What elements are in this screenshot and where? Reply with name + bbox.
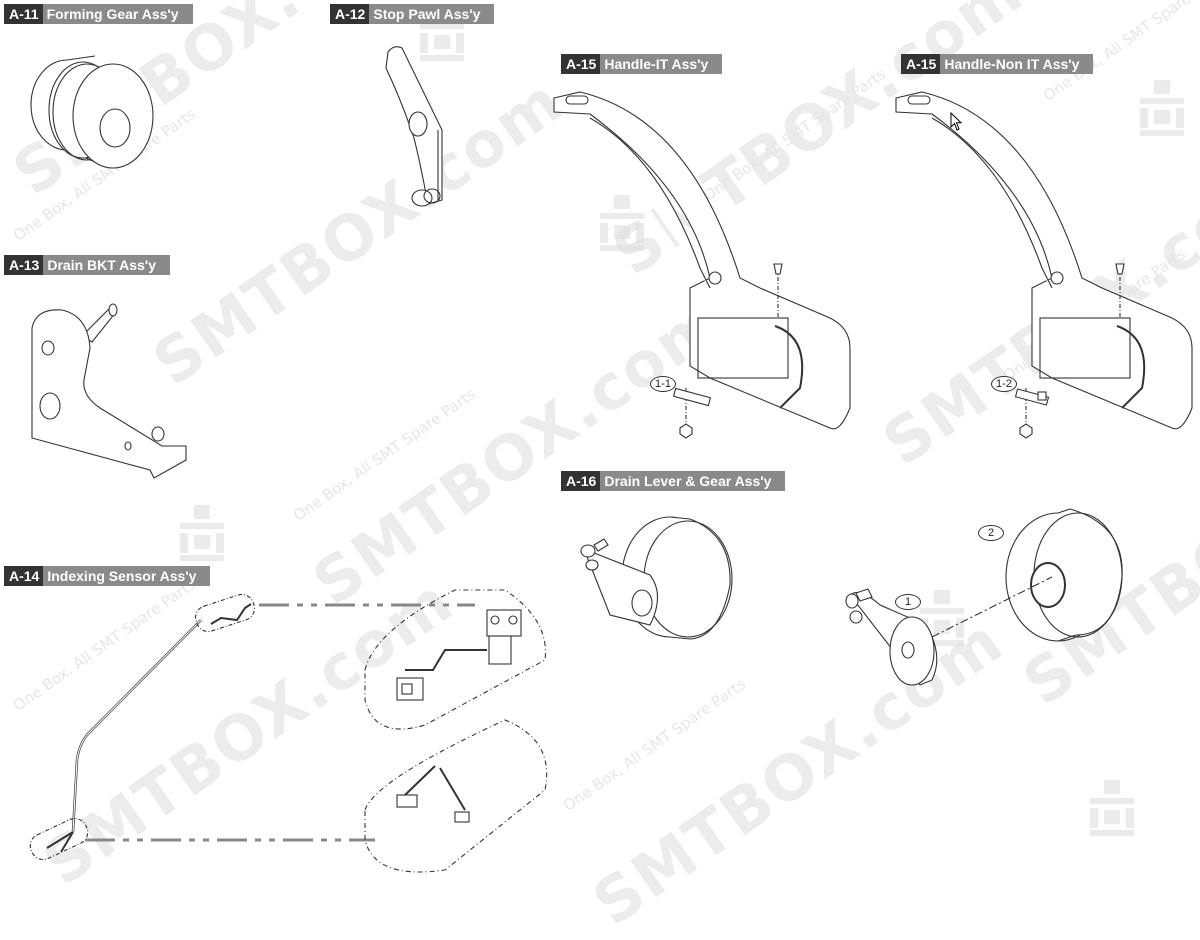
section-name: Drain Lever & Gear Ass'y	[600, 471, 786, 491]
callout-part-1-1: 1-1	[650, 376, 676, 392]
section-label-indexing-sensor: A-14 Indexing Sensor Ass'y	[4, 566, 211, 586]
stop-pawl-drawing	[380, 42, 450, 217]
forming-gear-drawing	[25, 50, 160, 175]
callout-part-1-2: 1-2	[991, 376, 1017, 392]
handle-non-it-drawing	[892, 88, 1200, 443]
drain-lever-gear-assembled-drawing	[570, 515, 750, 660]
callout-part-2: 2	[978, 525, 1004, 541]
watermark-tagline: One Box, All SMT Spare Parts	[290, 384, 479, 525]
section-name: Indexing Sensor Ass'y	[43, 566, 211, 586]
watermark-logo-icon	[180, 505, 224, 561]
section-label-forming-gear: A-11 Forming Gear Ass'y	[4, 4, 193, 24]
section-label-handle-it: A-15 Handle-IT Ass'y	[561, 54, 723, 74]
section-name: Forming Gear Ass'y	[42, 4, 193, 24]
callout-part-1: 1	[895, 594, 921, 610]
handle-it-drawing	[550, 88, 860, 443]
section-code: A-14	[4, 566, 44, 586]
watermark-brand: SMTBOX.com	[140, 63, 577, 400]
section-label-drain-lever-gear: A-16 Drain Lever & Gear Ass'y	[561, 471, 786, 491]
watermark-tagline: One Box, All SMT Spare Parts	[560, 674, 749, 815]
watermark-logo-icon	[1090, 780, 1134, 836]
section-name: Drain BKT Ass'y	[43, 255, 170, 275]
section-name: Handle-Non IT Ass'y	[940, 54, 1094, 74]
section-code: A-15	[901, 54, 941, 74]
section-code: A-13	[4, 255, 44, 275]
section-label-handle-non-it: A-15 Handle-Non IT Ass'y	[901, 54, 1094, 74]
section-code: A-15	[561, 54, 601, 74]
section-name: Stop Pawl Ass'y	[369, 4, 495, 24]
drain-bkt-drawing	[22, 298, 192, 493]
section-name: Handle-IT Ass'y	[600, 54, 723, 74]
indexing-sensor-drawing	[25, 589, 565, 885]
drain-lever-gear-exploded-drawing	[840, 505, 1130, 700]
mouse-cursor-icon	[950, 112, 963, 131]
section-code: A-16	[561, 471, 601, 491]
section-code: A-11	[4, 4, 43, 24]
section-label-stop-pawl: A-12 Stop Pawl Ass'y	[330, 4, 495, 24]
section-code: A-12	[330, 4, 370, 24]
section-label-drain-bkt: A-13 Drain BKT Ass'y	[4, 255, 170, 275]
